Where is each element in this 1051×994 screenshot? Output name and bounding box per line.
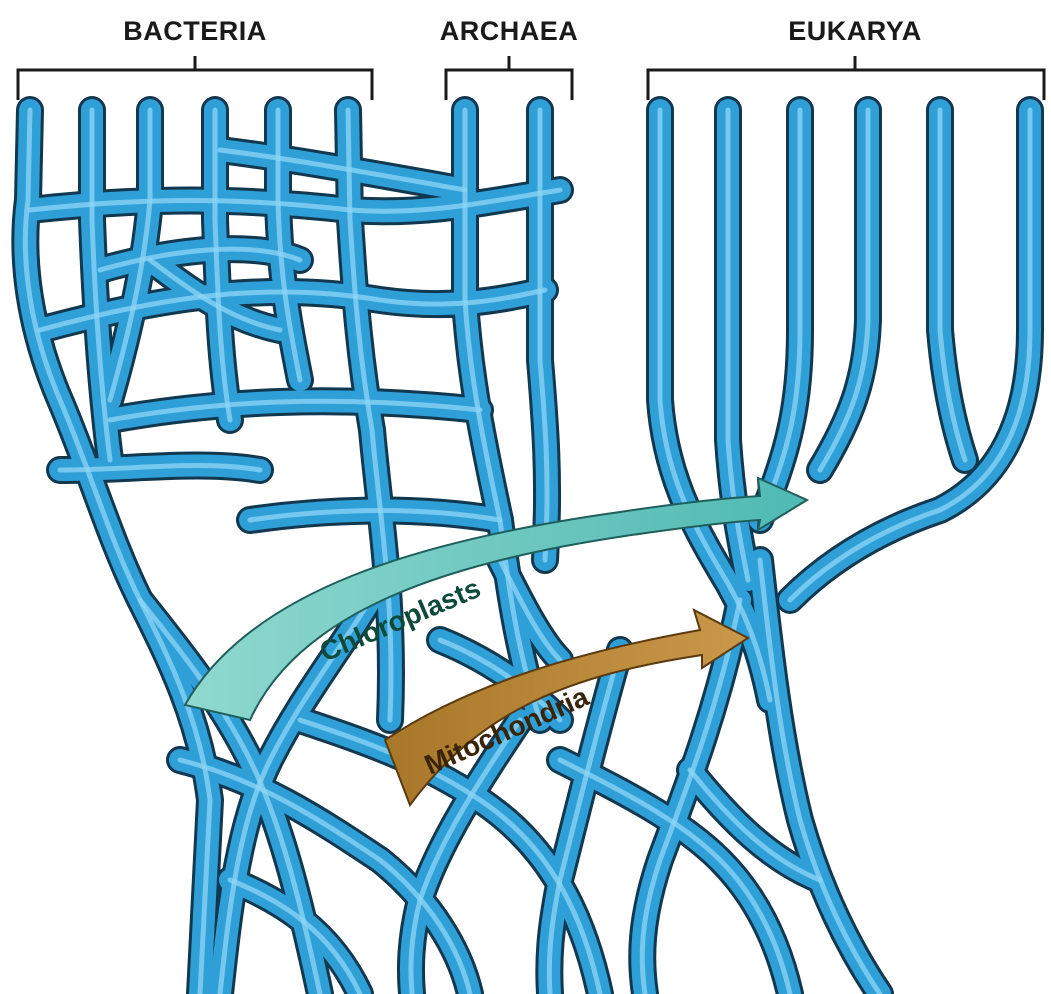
eukarya-label: EUKARYA — [788, 16, 922, 46]
domain-brackets — [18, 56, 1044, 100]
archaea-label: ARCHAEA — [440, 16, 579, 46]
branch-segment — [790, 110, 1030, 600]
archaea-bracket — [446, 56, 572, 100]
bacteria-label: BACTERIA — [123, 16, 267, 46]
bacteria-bracket — [18, 56, 372, 100]
branch-segment — [760, 110, 800, 520]
eukarya-bracket — [648, 56, 1044, 100]
